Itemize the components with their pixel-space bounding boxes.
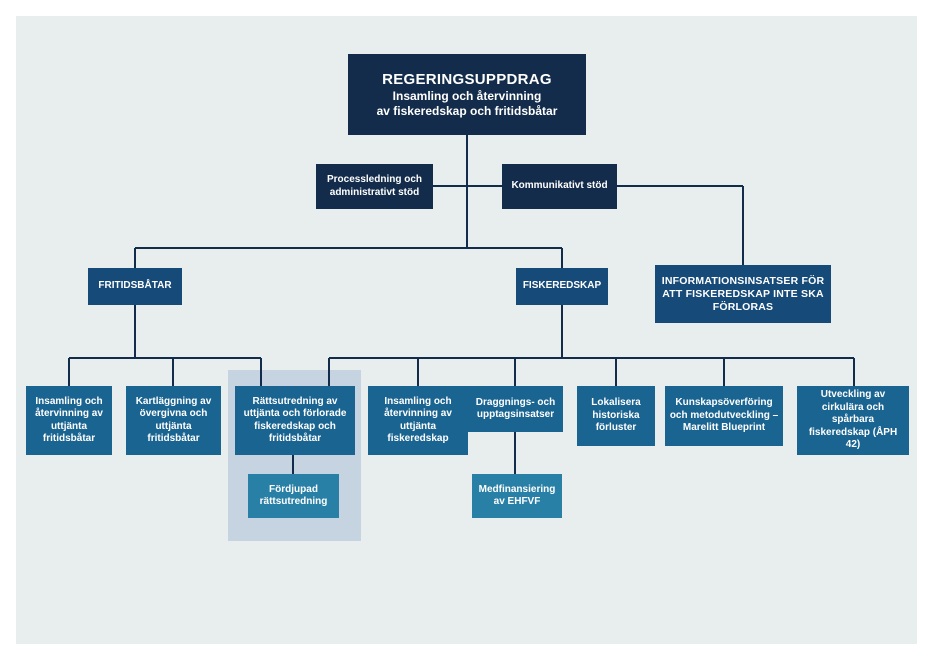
process-support-label: Processledning och administrativt stöd xyxy=(326,174,423,198)
org-chart: REGERINGSUPPDRAG Insamling och återvinni… xyxy=(16,16,917,644)
fiskeredskap-item-kunskapsoverforing: Kunskapsöverföring och metodutveckling –… xyxy=(665,386,783,446)
fiskeredskap-item-label: Kunskapsöverföring och metodutveckling –… xyxy=(669,397,779,434)
fordjupad-rattsutredning-label: Fördjupad rättsutredning xyxy=(259,483,328,508)
root-subtitle-line-1: Insamling och återvinning xyxy=(392,89,542,103)
branch-informationsinsatser: INFORMATIONSINSATSER FÖR ATT FISKEREDSKA… xyxy=(655,265,831,323)
fiskeredskap-item-label: Draggnings- och upptagsinsatser xyxy=(475,396,556,421)
fiskeredskap-item-label: Lokalisera historiska förluster xyxy=(591,397,641,434)
branch-informationsinsatser-label: INFORMATIONSINSATSER FÖR ATT FISKEREDSKA… xyxy=(661,274,825,313)
medfinansiering-box: Medfinansiering av EHFVF xyxy=(472,474,562,518)
fritidsbatar-item-kartlaggning: Kartläggning av övergivna och uttjänta f… xyxy=(126,386,221,455)
branch-fritidsbatar-label: FRITIDSBÅTAR xyxy=(98,280,172,292)
medfinansiering-label: Medfinansiering av EHFVF xyxy=(478,483,556,508)
root-subtitle-line-2: av fiskeredskap och fritidsbåtar xyxy=(376,104,558,118)
fritidsbatar-item-label: Rättsutredning av uttjänta och förlorade… xyxy=(243,395,347,445)
fordjupad-rattsutredning-box: Fördjupad rättsutredning xyxy=(248,474,339,518)
root-title: REGERINGSUPPDRAG xyxy=(382,71,552,88)
root-box-regeringsuppdrag: REGERINGSUPPDRAG Insamling och återvinni… xyxy=(348,54,586,135)
fritidsbatar-item-rattsutredning: Rättsutredning av uttjänta och förlorade… xyxy=(235,386,355,455)
branch-fiskeredskap-label: FISKEREDSKAP xyxy=(522,280,602,292)
fiskeredskap-item-label: Insamling och återvinning av uttjänta fi… xyxy=(384,395,452,445)
fiskeredskap-item-insamling: Insamling och återvinning av uttjänta fi… xyxy=(368,386,468,455)
fiskeredskap-item-label: Utveckling av cirkulära och spårbara fis… xyxy=(808,389,898,451)
connector-lines xyxy=(68,135,855,474)
fritidsbatar-item-insamling: Insamling och återvinning av uttjänta fr… xyxy=(26,386,112,455)
communication-support-box: Kommunikativt stöd xyxy=(502,164,617,209)
communication-support-label: Kommunikativt stöd xyxy=(511,180,608,192)
process-support-box: Processledning och administrativt stöd xyxy=(316,164,433,209)
fiskeredskap-item-utveckling: Utveckling av cirkulära och spårbara fis… xyxy=(797,386,909,455)
fritidsbatar-item-label: Kartläggning av övergivna och uttjänta f… xyxy=(135,395,212,445)
branch-fritidsbatar: FRITIDSBÅTAR xyxy=(88,268,182,305)
fritidsbatar-item-label: Insamling och återvinning av uttjänta fr… xyxy=(35,395,103,445)
fiskeredskap-item-lokalisera: Lokalisera historiska förluster xyxy=(577,386,655,446)
fiskeredskap-item-draggning: Draggnings- och upptagsinsatser xyxy=(468,386,563,432)
branch-fiskeredskap: FISKEREDSKAP xyxy=(516,268,608,305)
